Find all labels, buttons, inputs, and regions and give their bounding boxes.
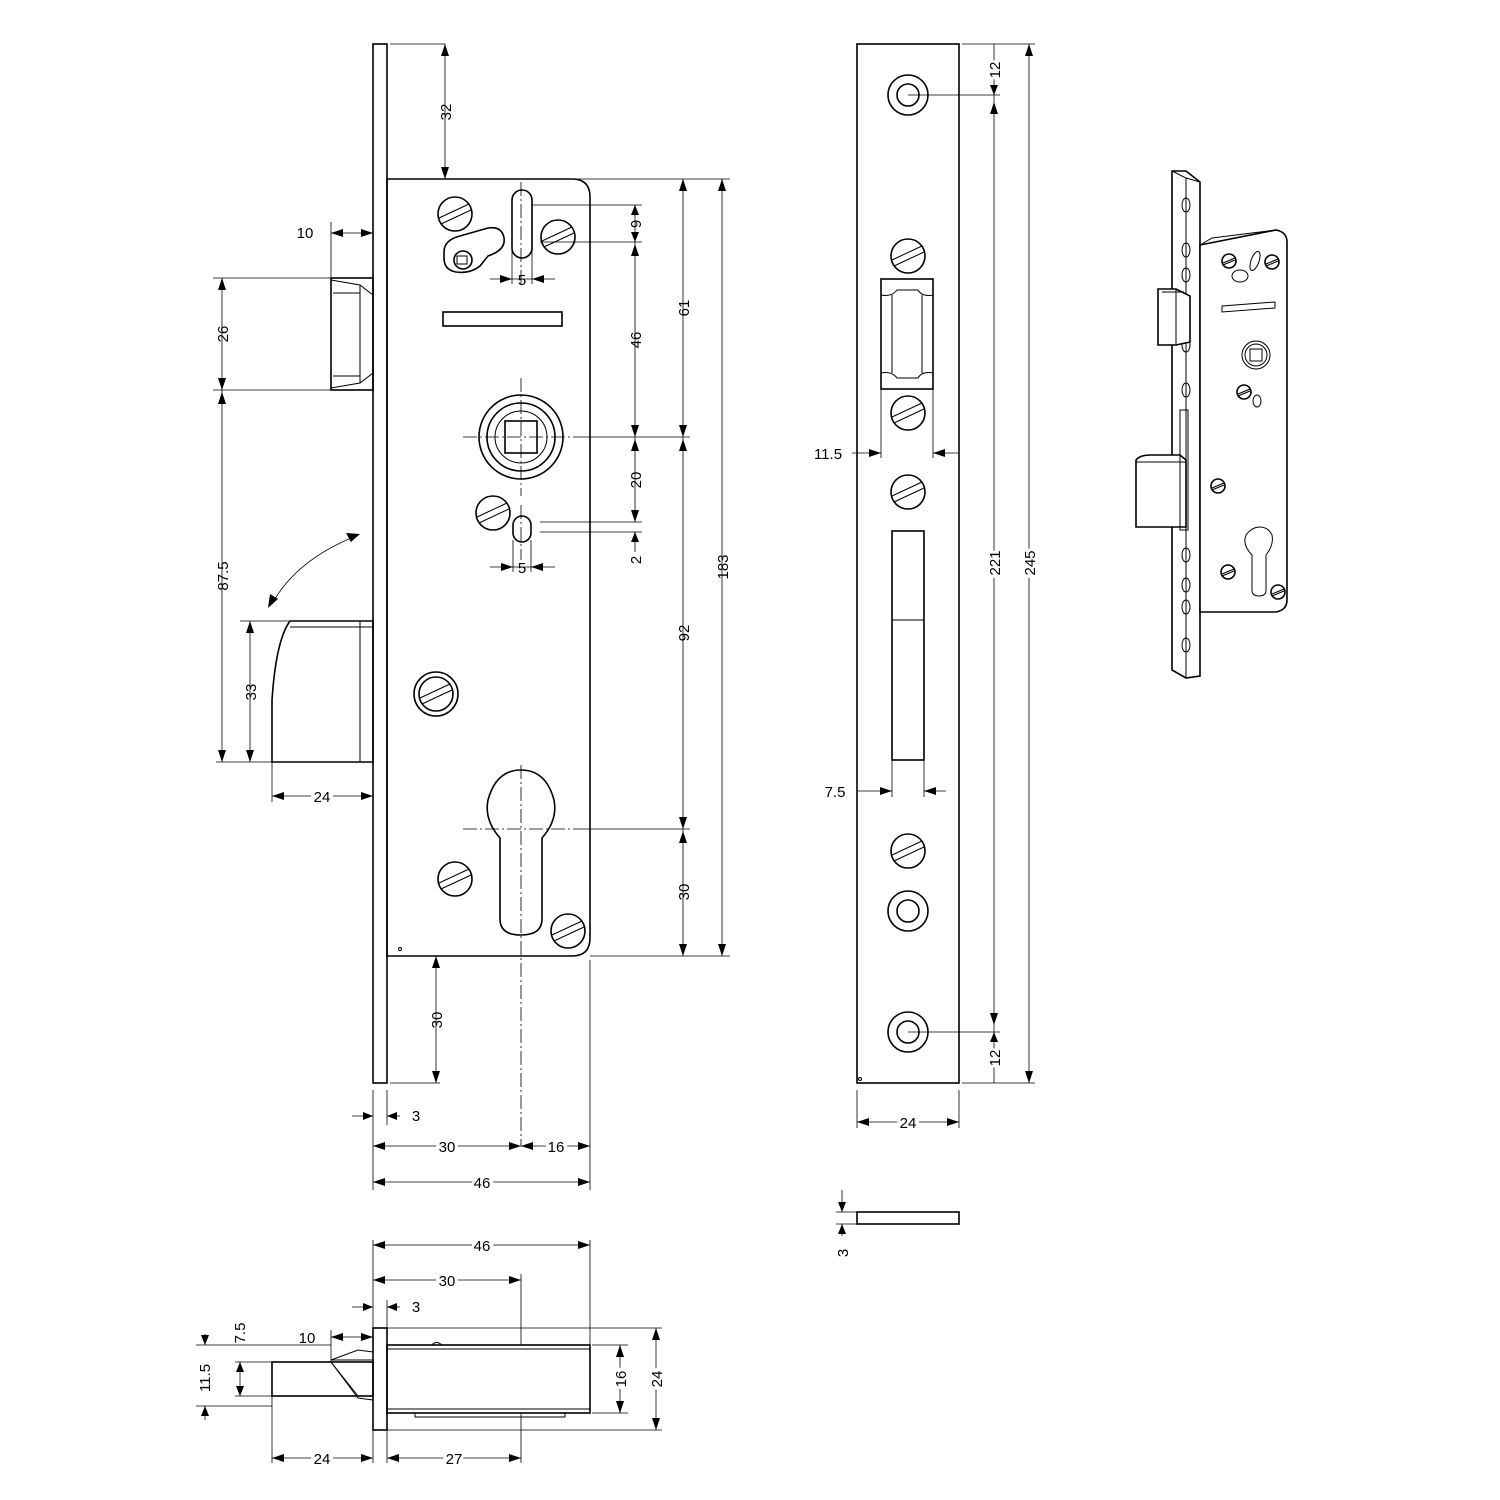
side-latch [880, 278, 934, 390]
bolt-rotation-arrow [271, 535, 357, 605]
front-latch [330, 277, 374, 391]
dim-latch-to-bolt: 87.5 [215, 561, 232, 590]
dim-slot-offset: 9 [628, 220, 645, 228]
screw-icon [1221, 253, 1237, 269]
dim-side-latch-width: 11.5 [814, 446, 842, 463]
iso-bolt [1135, 454, 1187, 528]
dim-backset: 30 [439, 1139, 456, 1156]
side-view: 11.5 7.5 12 221 12 245 [814, 43, 1042, 1257]
side-plate-section [856, 1211, 960, 1225]
dim-side-holes-span: 221 [987, 550, 1004, 575]
screw-icon [890, 833, 926, 869]
dim-faceplate-bottom: 30 [429, 1012, 446, 1029]
plan-bolt [271, 1361, 374, 1397]
screw-icon [890, 395, 926, 431]
dim-bolt-height: 33 [243, 684, 260, 701]
iso-cylinder-cutout [1244, 526, 1273, 597]
dim-side-faceplate-length: 245 [1022, 550, 1039, 575]
dim-body-height: 183 [715, 554, 732, 579]
screw-icon [1264, 254, 1280, 270]
dim-plan-latch-offset: 7.5 [232, 1323, 249, 1344]
iso-latch [1157, 288, 1191, 346]
front-slot-bar [442, 311, 563, 327]
iso-body [1199, 229, 1288, 613]
front-faceplate [372, 43, 388, 1084]
front-cylinder-cutout [486, 769, 556, 936]
dim-latch-height: 26 [215, 326, 232, 343]
plan-faceplate [372, 1327, 388, 1431]
screw-icon [475, 495, 511, 531]
screw-icon [890, 238, 926, 274]
screw-icon [418, 676, 454, 712]
screw-icon [1236, 384, 1252, 400]
dim-plan-body-depth: 27 [446, 1451, 463, 1468]
dim-plan-latch-projection: 10 [299, 1330, 316, 1347]
plan-body [386, 1344, 591, 1414]
dim-bolt-throw: 24 [314, 789, 331, 806]
dim-body-to-handle: 61 [676, 300, 693, 317]
screw-ring-icon [413, 671, 459, 717]
iso-handle-hub [1241, 340, 1271, 370]
dim-handle-to-slot: 20 [628, 472, 645, 489]
screw-icon [437, 861, 473, 897]
side-faceplate [856, 43, 960, 1084]
dim-plan-latch-width: 11.5 [197, 1364, 214, 1392]
front-view: 32 10 26 87.5 33 24 [213, 43, 732, 1195]
dim-cylinder-to-back: 16 [548, 1139, 565, 1156]
dim-slot-width-bottom: 5 [518, 560, 526, 577]
screw-icon [1270, 584, 1286, 600]
dim-plate-thickness: 3 [835, 1249, 852, 1257]
dim-slot-width-top: 5 [518, 272, 526, 289]
dim-plan-bolt-throw: 24 [314, 1451, 331, 1468]
dim-plan-faceplate-thickness: 3 [412, 1299, 420, 1316]
dim-plan-backset: 30 [439, 1273, 456, 1290]
dim-side-faceplate-width: 24 [900, 1115, 917, 1132]
front-small-slot [512, 515, 532, 543]
isometric-view [1135, 170, 1288, 679]
dim-latch-projection: 10 [297, 225, 314, 242]
dim-plan-body-thickness: 16 [613, 1371, 630, 1388]
side-middle-hole [887, 890, 929, 932]
plan-view: 46 30 3 10 7.5 11.5 [196, 1235, 669, 1471]
front-deadbolt [271, 620, 374, 763]
screw-icon [540, 219, 576, 255]
screw-icon [1220, 564, 1236, 580]
screw-icon [550, 913, 586, 949]
dim-side-bolt-width: 7.5 [825, 784, 846, 801]
dim-slot-to-handle: 46 [628, 332, 645, 349]
dim-handle-to-cylinder: 92 [676, 625, 693, 642]
dim-side-top-hole: 12 [987, 62, 1004, 79]
dim-body-width: 46 [474, 1175, 491, 1192]
dim-side-bottom-hole: 12 [987, 1050, 1004, 1067]
side-bolt [891, 530, 925, 761]
screw-icon [890, 474, 926, 510]
dim-cylinder-to-body: 30 [676, 884, 693, 901]
screw-icon [437, 196, 473, 232]
screw-icon [1210, 478, 1226, 494]
dim-faceplate-top: 32 [438, 104, 455, 121]
front-top-slot [511, 189, 533, 259]
front-cam-slot [443, 226, 505, 274]
dim-faceplate-thickness: 3 [412, 1108, 420, 1125]
plan-latch [330, 1349, 374, 1401]
dim-plan-faceplate-width: 24 [649, 1371, 666, 1388]
dim-plan-overall-width: 46 [474, 1238, 491, 1255]
front-lock-body [386, 178, 591, 957]
dim-slot-small: 2 [628, 556, 645, 564]
